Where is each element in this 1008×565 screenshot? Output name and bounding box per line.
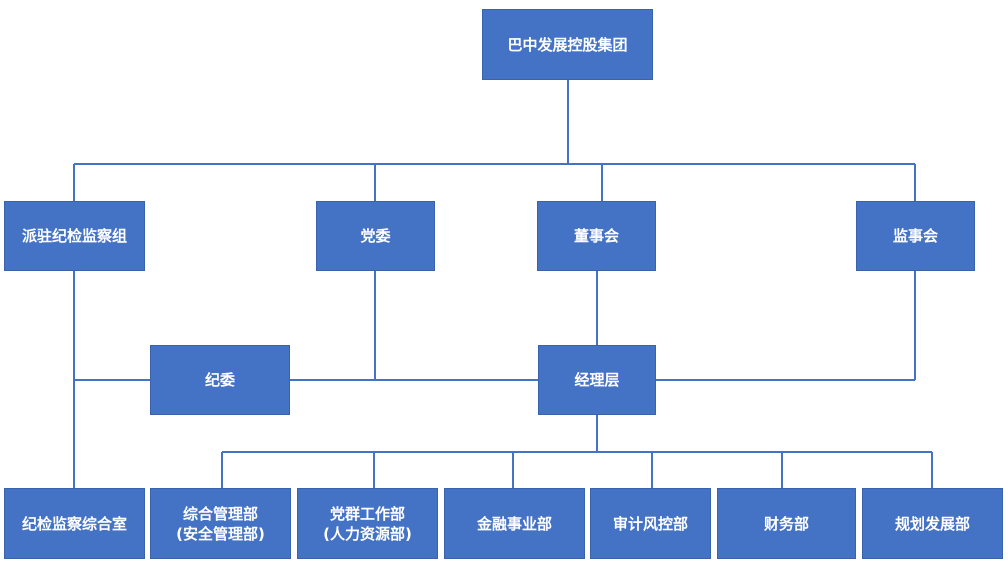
node-group[interactable]: 巴中发展控股集团	[482, 9, 653, 80]
node-finance-label: 财务部	[763, 514, 809, 533]
node-inspection-team[interactable]: 派驻纪检监察组	[4, 201, 145, 271]
node-board-label: 董事会	[573, 227, 619, 245]
node-general-admin[interactable]: 综合管理部 (安全管理部)	[150, 488, 291, 559]
node-supervision-office[interactable]: 纪检监察综合室	[4, 488, 145, 559]
node-party-committee-label: 党委	[360, 227, 391, 245]
node-finance-business[interactable]: 金融事业部	[444, 488, 585, 559]
node-party-committee[interactable]: 党委	[316, 201, 435, 271]
node-board[interactable]: 董事会	[537, 201, 656, 271]
node-planning[interactable]: 规划发展部	[862, 488, 1003, 559]
node-finance-business-label: 金融事业部	[476, 514, 552, 533]
node-supervisory-board[interactable]: 监事会	[856, 201, 975, 271]
node-party-work[interactable]: 党群工作部 (人力资源部)	[297, 488, 438, 559]
node-planning-label: 规划发展部	[894, 514, 970, 533]
node-finance[interactable]: 财务部	[717, 488, 856, 559]
node-discipline-committee[interactable]: 纪委	[150, 345, 290, 415]
node-supervision-office-label: 纪检监察综合室	[21, 514, 127, 533]
node-audit-risk[interactable]: 审计风控部	[590, 488, 711, 559]
node-management-label: 经理层	[574, 371, 620, 389]
node-group-label: 巴中发展控股集团	[507, 35, 628, 54]
node-discipline-committee-label: 纪委	[204, 371, 235, 389]
node-party-work-label: 党群工作部 (人力资源部)	[323, 504, 412, 543]
node-general-admin-label: 综合管理部 (安全管理部)	[176, 504, 265, 543]
node-management[interactable]: 经理层	[538, 345, 656, 415]
node-inspection-team-label: 派驻纪检监察组	[21, 227, 127, 245]
node-audit-risk-label: 审计风控部	[612, 514, 688, 533]
node-supervisory-board-label: 监事会	[892, 227, 938, 245]
